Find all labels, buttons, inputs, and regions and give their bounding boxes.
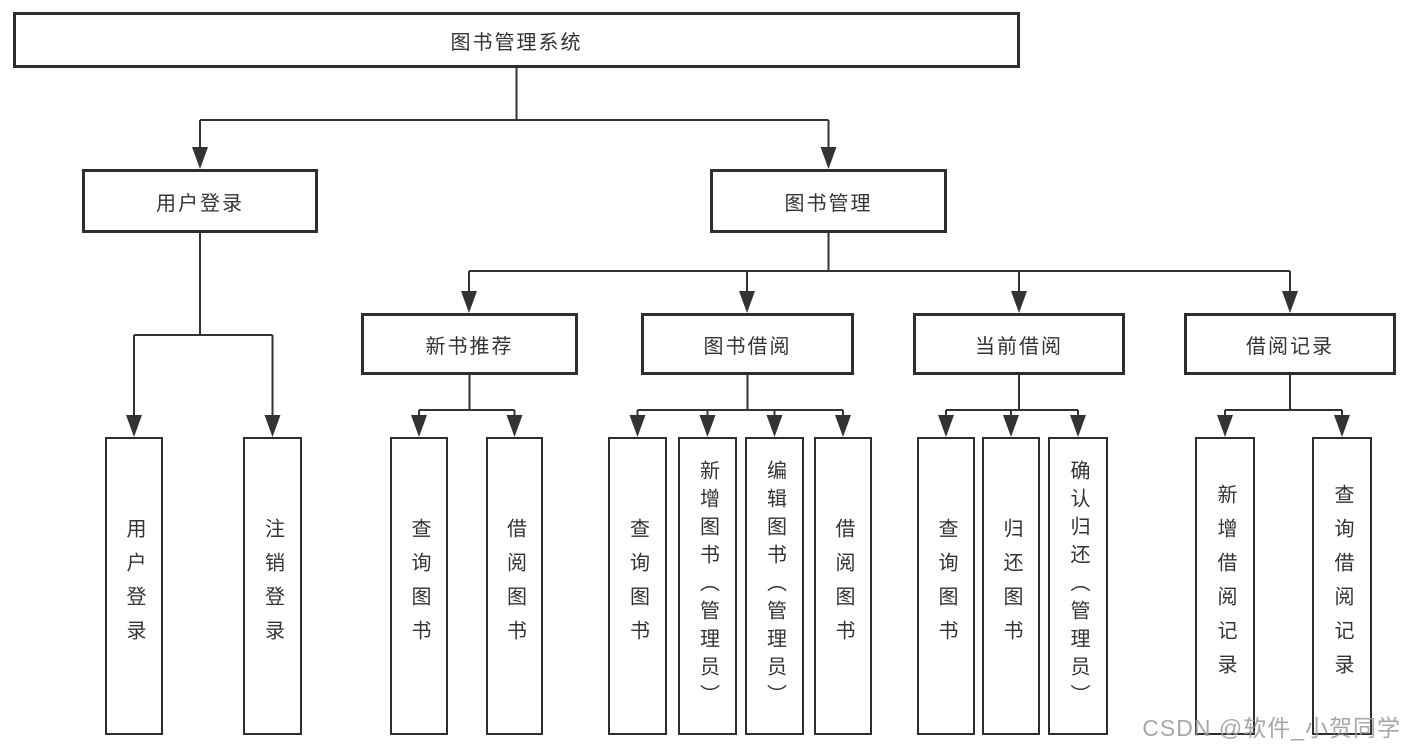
leaf-label: 借阅图书 xyxy=(832,518,854,654)
leaf-label: 借阅图书 xyxy=(503,518,526,654)
leaf-label: 查询借阅记录 xyxy=(1331,484,1353,688)
node-borrowing-records: 借阅记录 xyxy=(1184,313,1396,375)
leaf-query-books-borrowing: 查询图书 xyxy=(608,437,667,735)
node-label: 图书管理系统 xyxy=(450,31,583,54)
leaf-label: 用户登录 xyxy=(123,518,145,654)
leaf-label: 查询图书 xyxy=(935,518,957,654)
leaf-borrow-books: 借阅图书 xyxy=(814,437,872,735)
leaf-label: 查询图书 xyxy=(408,518,430,654)
node-current-borrowing: 当前借阅 xyxy=(913,313,1125,375)
node-book-management-branch: 图书管理 xyxy=(710,169,947,233)
node-user-login-branch: 用户登录 xyxy=(82,169,318,233)
leaf-label: 注销登录 xyxy=(261,518,284,654)
leaf-edit-books-admin: 编辑图书（管理员） xyxy=(745,437,804,735)
leaf-confirm-return-admin: 确认归还（管理员） xyxy=(1048,437,1108,735)
node-label: 当前借阅 xyxy=(975,335,1063,358)
leaf-label: 新增图书（管理员） xyxy=(696,460,719,712)
node-book-borrowing: 图书借阅 xyxy=(641,313,854,375)
leaf-label: 确认归还（管理员） xyxy=(1067,460,1089,712)
leaf-return-books: 归还图书 xyxy=(982,437,1040,735)
leaf-label: 查询图书 xyxy=(626,518,649,654)
leaf-label: 归还图书 xyxy=(1000,518,1022,654)
leaf-add-books-admin: 新增图书（管理员） xyxy=(678,437,737,735)
node-label: 新书推荐 xyxy=(425,335,514,358)
leaf-query-books-recommend: 查询图书 xyxy=(390,437,448,735)
leaf-label: 编辑图书（管理员） xyxy=(763,460,786,712)
leaf-query-books-current: 查询图书 xyxy=(917,437,975,735)
node-new-book-recommendation: 新书推荐 xyxy=(361,313,578,375)
node-library-management-system: 图书管理系统 xyxy=(13,12,1020,68)
node-label: 图书借阅 xyxy=(703,335,792,358)
node-label: 用户登录 xyxy=(156,192,244,215)
leaf-logout: 注销登录 xyxy=(243,437,302,735)
leaf-add-borrowing-record: 新增借阅记录 xyxy=(1195,437,1255,735)
node-label: 图书管理 xyxy=(784,192,873,215)
leaf-borrow-books-recommend: 借阅图书 xyxy=(486,437,543,735)
leaf-label: 新增借阅记录 xyxy=(1214,484,1236,688)
leaf-query-borrowing-record: 查询借阅记录 xyxy=(1312,437,1372,735)
leaf-user-login: 用户登录 xyxy=(105,437,163,735)
node-label: 借阅记录 xyxy=(1246,335,1334,358)
